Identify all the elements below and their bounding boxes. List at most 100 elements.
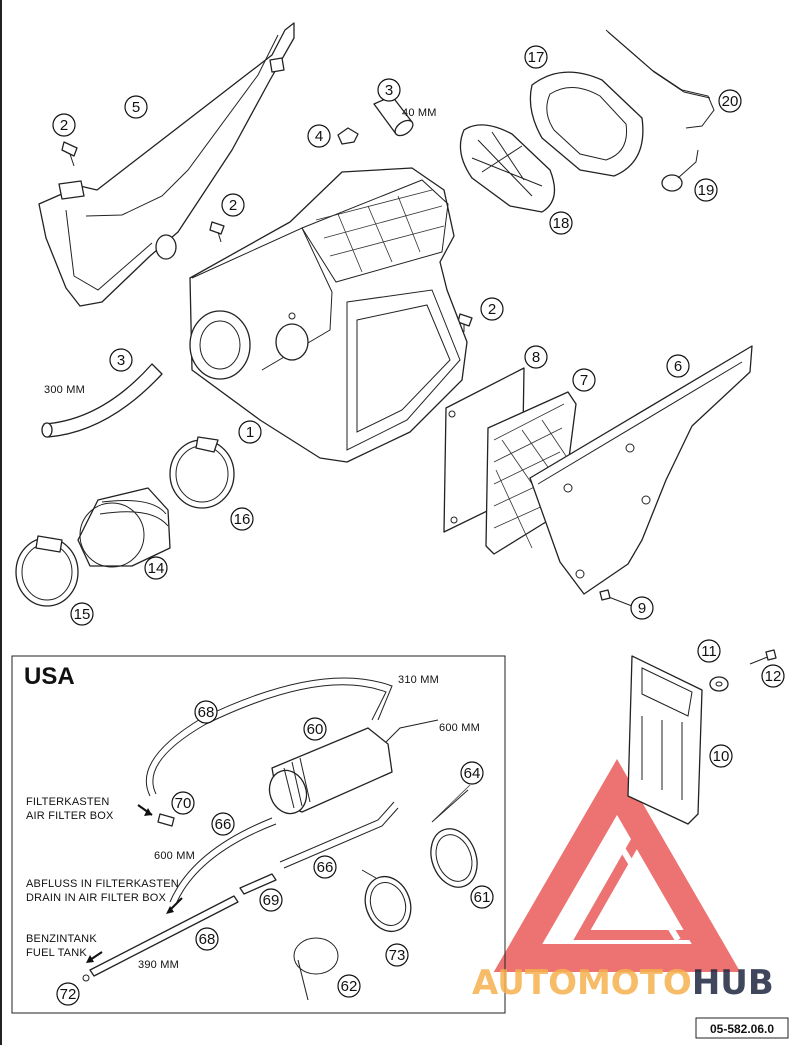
callout-number: 12 bbox=[765, 668, 782, 685]
callout-number: 3 bbox=[385, 82, 393, 99]
watermark-logo-icon bbox=[493, 759, 741, 972]
inset-label: FILTERKASTEN bbox=[26, 796, 110, 808]
callout-7: 7 bbox=[572, 368, 596, 392]
callout-number: 18 bbox=[553, 215, 570, 232]
clamp-61 bbox=[430, 789, 478, 888]
hose-68-lower bbox=[89, 895, 239, 977]
arrow-icon bbox=[86, 951, 103, 963]
callout-circle bbox=[124, 95, 148, 119]
callout-circle bbox=[718, 89, 742, 113]
callout-9: 9 bbox=[630, 596, 654, 620]
callout-number: 1 bbox=[246, 424, 254, 441]
watermark: AUTOMOTOHUB bbox=[472, 963, 774, 1003]
callout-14: 14 bbox=[144, 556, 168, 580]
callout-72: 72 bbox=[56, 982, 80, 1006]
length-measurement: 300 MM bbox=[44, 384, 85, 396]
callout-number: 68 bbox=[198, 704, 215, 721]
callout-number: 8 bbox=[532, 349, 540, 366]
callout-number: 6 bbox=[674, 358, 682, 375]
callout-number: 2 bbox=[60, 117, 68, 134]
callout-circle bbox=[56, 982, 80, 1006]
callout-66: 66 bbox=[313, 855, 337, 879]
callout-number: 15 bbox=[74, 606, 91, 623]
hose-40mm bbox=[373, 95, 414, 137]
callout-68: 68 bbox=[194, 700, 218, 724]
callout-circle bbox=[549, 211, 573, 235]
callout-circle bbox=[109, 348, 133, 372]
callout-number: 9 bbox=[638, 600, 646, 617]
callout-4: 4 bbox=[307, 124, 331, 148]
callout-number: 2 bbox=[488, 301, 496, 318]
length-measurement: 600 MM bbox=[439, 722, 480, 734]
callout-number: 5 bbox=[132, 99, 140, 116]
callout-circle bbox=[52, 113, 76, 137]
callout-circle bbox=[194, 700, 218, 724]
callout-circle bbox=[470, 885, 494, 909]
callout-circle bbox=[70, 602, 94, 626]
length-measurement: 310 MM bbox=[398, 674, 439, 686]
callout-number: 17 bbox=[528, 49, 545, 66]
callout-circle bbox=[709, 744, 733, 768]
callout-17: 17 bbox=[524, 45, 548, 69]
callout-number: 61 bbox=[474, 889, 491, 906]
hose-clamp-16 bbox=[169, 436, 235, 509]
cable-tie-62 bbox=[293, 937, 339, 1001]
hose-clamp-15 bbox=[15, 535, 79, 607]
callout-18: 18 bbox=[549, 211, 573, 235]
clamp-73 bbox=[361, 869, 412, 933]
callout-number: 64 bbox=[464, 765, 481, 782]
callout-circle bbox=[385, 943, 409, 967]
screw-icon bbox=[599, 589, 633, 607]
callout-number: 60 bbox=[307, 721, 324, 738]
screw-icon bbox=[749, 649, 777, 665]
callout-circle bbox=[307, 124, 331, 148]
callout-number: 66 bbox=[215, 816, 232, 833]
callout-circle bbox=[238, 420, 262, 444]
hose-66-upper bbox=[169, 817, 277, 905]
callout-circle bbox=[259, 888, 283, 912]
callout-11: 11 bbox=[697, 639, 721, 663]
callout-circle bbox=[230, 507, 254, 531]
inset-label: BENZINTANK bbox=[26, 933, 97, 945]
callout-number: 10 bbox=[713, 748, 730, 765]
foam-air-filter bbox=[529, 71, 644, 177]
callout-19: 19 bbox=[694, 178, 718, 202]
watermark-text-part1: AUTOMOTO bbox=[472, 963, 692, 1003]
mud-flap-10 bbox=[627, 655, 703, 825]
callout-circle bbox=[313, 855, 337, 879]
callout-number: 16 bbox=[234, 511, 251, 528]
callout-61: 61 bbox=[470, 885, 494, 909]
inset-title: USA bbox=[24, 663, 75, 690]
callout-number: 73 bbox=[389, 947, 406, 964]
callout-number: 14 bbox=[148, 560, 165, 577]
callout-70: 70 bbox=[171, 791, 195, 815]
washer-icon bbox=[709, 676, 729, 692]
hose-300mm bbox=[41, 363, 163, 438]
callout-2: 2 bbox=[52, 113, 76, 137]
side-panel-left bbox=[38, 22, 295, 307]
inset-label: DRAIN IN AIR FILTER BOX bbox=[26, 892, 167, 904]
callout-number: 70 bbox=[175, 795, 192, 812]
callout-15: 15 bbox=[70, 602, 94, 626]
callout-circle bbox=[460, 761, 484, 785]
screw-icon bbox=[61, 141, 78, 167]
length-measurement: 40 MM bbox=[402, 107, 437, 119]
callout-group: 1222334567891011121415161718192060616264… bbox=[52, 45, 785, 1006]
callout-number: 7 bbox=[580, 372, 588, 389]
callout-12: 12 bbox=[761, 664, 785, 688]
callout-circle bbox=[480, 297, 504, 321]
callout-66: 66 bbox=[211, 812, 235, 836]
callout-8: 8 bbox=[524, 345, 548, 369]
callout-2: 2 bbox=[480, 297, 504, 321]
callout-circle bbox=[221, 193, 245, 217]
callout-circle bbox=[572, 368, 596, 392]
callout-6: 6 bbox=[666, 354, 690, 378]
callout-circle bbox=[666, 354, 690, 378]
callout-2: 2 bbox=[221, 193, 245, 217]
callout-number: 72 bbox=[60, 986, 77, 1003]
arrow-icon bbox=[137, 804, 153, 816]
